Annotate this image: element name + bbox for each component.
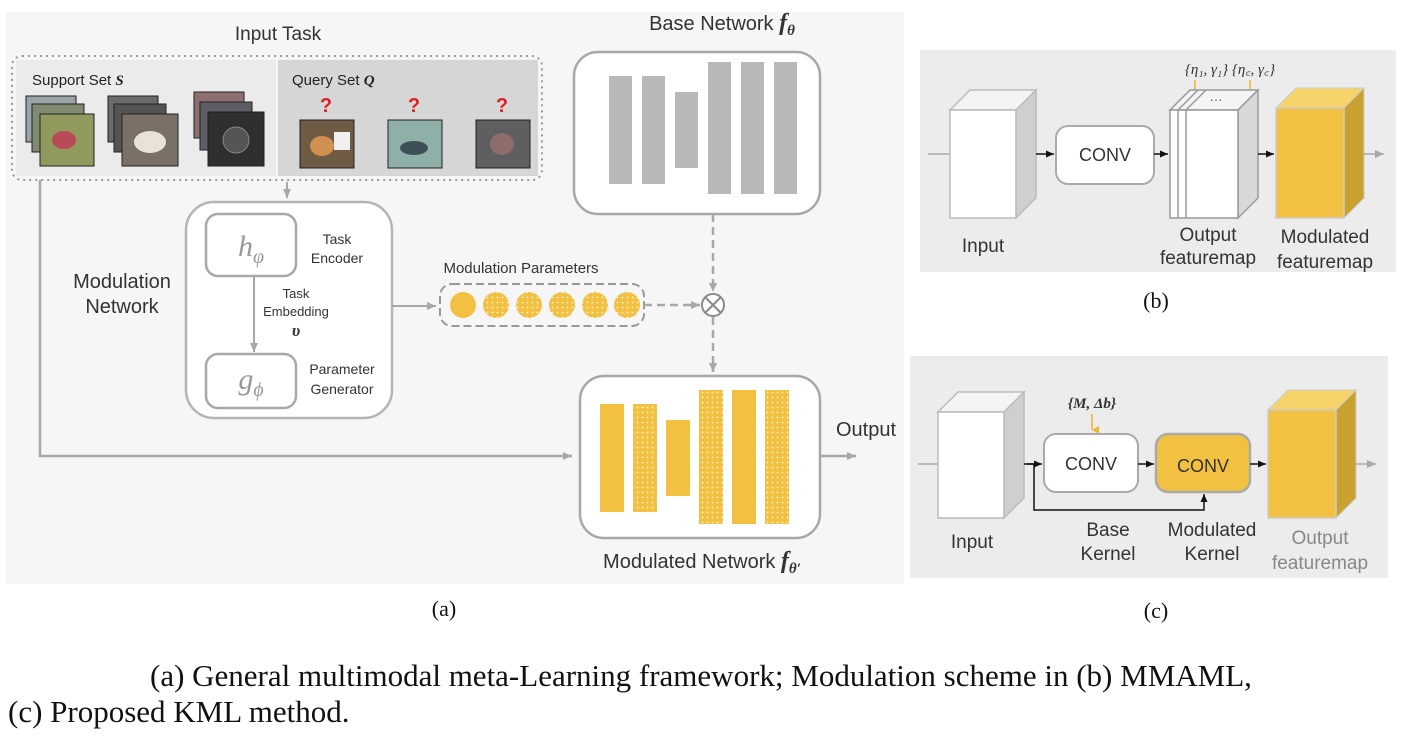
panel-b-modulated-label-1: Modulated xyxy=(1281,227,1370,248)
panel-b: {η₁, γ₁} {η꜀, γ꜀} Input CONV ··· Output … xyxy=(920,50,1396,313)
panel-b-output-label-2: featuremap xyxy=(1160,248,1256,269)
parameter-generator-box xyxy=(204,352,298,410)
task-encoder-symbol: hφ xyxy=(238,230,264,268)
panel-b-modulated-featuremap-cube xyxy=(1274,86,1366,220)
panel-c-label: (c) xyxy=(1144,598,1168,623)
task-encoder-box xyxy=(204,212,298,278)
panel-b-input-label: Input xyxy=(962,236,1005,257)
modulated-network-layers xyxy=(600,390,789,524)
support-set-label: Support Set S xyxy=(32,72,124,89)
task-embedding-symbol: υ xyxy=(292,321,300,340)
panel-b-conv-label: CONV xyxy=(1079,145,1131,165)
modulated-network-label: Modulated Network fθ′ xyxy=(603,548,801,577)
base-kernel-label-2: Kernel xyxy=(1081,544,1136,565)
figure-diagram: Input Task Support Set S Query Set Q ? ?… xyxy=(6,10,1396,623)
modulated-kernel-label-2: Kernel xyxy=(1185,544,1240,565)
input-task-label: Input Task xyxy=(235,24,322,45)
panel-c-params-label: {M, Δb} xyxy=(1068,396,1117,412)
support-images xyxy=(25,91,265,167)
question-mark-1: ? xyxy=(320,95,332,117)
panel-b-output-label-1: Output xyxy=(1179,225,1237,246)
base-kernel-label-1: Base xyxy=(1086,520,1129,541)
panel-c-output-label-1: Output xyxy=(1291,528,1349,549)
panel-c: Input {M, Δb} CONV CONV Base Kernel Modu… xyxy=(910,356,1388,623)
task-encoder-label-1: Task xyxy=(323,231,353,247)
base-network-layers xyxy=(609,62,797,194)
panel-b-modulated-label-2: featuremap xyxy=(1277,252,1373,273)
parameter-generator-label-1: Parameter xyxy=(309,361,375,377)
panel-b-label: (b) xyxy=(1143,288,1169,313)
task-embedding-label-2: Embedding xyxy=(263,304,329,319)
task-to-modulated-network-arrow xyxy=(38,180,572,460)
task-encoder-label-2: Encoder xyxy=(311,250,363,266)
panel-b-input-cube xyxy=(948,88,1038,220)
panel-b-output-featuremap-cube xyxy=(1168,88,1260,220)
panel-c-input-label: Input xyxy=(951,532,994,553)
modulation-parameter-circles xyxy=(450,292,640,318)
panel-b-ellipsis: ··· xyxy=(1210,92,1223,107)
query-set-label: Query Set Q xyxy=(292,72,375,89)
task-embedding-label-1: Task xyxy=(283,286,310,301)
output-label: Output xyxy=(836,419,896,441)
panel-c-modulated-conv-label: CONV xyxy=(1177,456,1229,476)
modulation-network-label-1: Modulation xyxy=(73,271,171,293)
panel-c-input-to-modulated-conv-arrow xyxy=(1026,463,1208,511)
panel-b-params-label: {η₁, γ₁} {η꜀, γ꜀} xyxy=(1185,62,1275,78)
panel-c-base-conv-label: CONV xyxy=(1065,454,1117,474)
query-images: ? ? ? xyxy=(299,95,531,169)
question-mark-3: ? xyxy=(496,95,508,117)
caption-line-2: (c) Proposed KML method. xyxy=(8,694,350,729)
panel-c-modulated-conv-box xyxy=(1154,432,1252,494)
caption-line-1: (a) General multimodal meta-Learning fra… xyxy=(150,658,1252,693)
panel-b-conv-box xyxy=(1055,125,1155,185)
panel-c-base-conv-box xyxy=(1043,433,1139,493)
base-network-label: Base Network fθ xyxy=(649,10,795,39)
panel-c-output-label-2: featuremap xyxy=(1272,553,1368,574)
multiply-operator-icon xyxy=(701,293,725,317)
modulated-kernel-label-1: Modulated xyxy=(1168,520,1257,541)
modulation-parameters-label: Modulation Parameters xyxy=(443,260,598,277)
modulation-network-label-2: Network xyxy=(85,296,159,318)
panel-a-label: (a) xyxy=(432,596,456,621)
input-task-box xyxy=(11,55,543,181)
figure-caption: (a) General multimodal meta-Learning fra… xyxy=(8,658,1416,730)
panel-c-output-featuremap-cube xyxy=(1266,388,1358,520)
panel-a: Input Task Support Set S Query Set Q ? ?… xyxy=(6,10,904,621)
question-mark-2: ? xyxy=(408,95,420,117)
panel-c-input-cube xyxy=(936,390,1026,520)
parameter-generator-label-2: Generator xyxy=(310,381,373,397)
parameter-generator-symbol: gϕ xyxy=(238,363,263,401)
